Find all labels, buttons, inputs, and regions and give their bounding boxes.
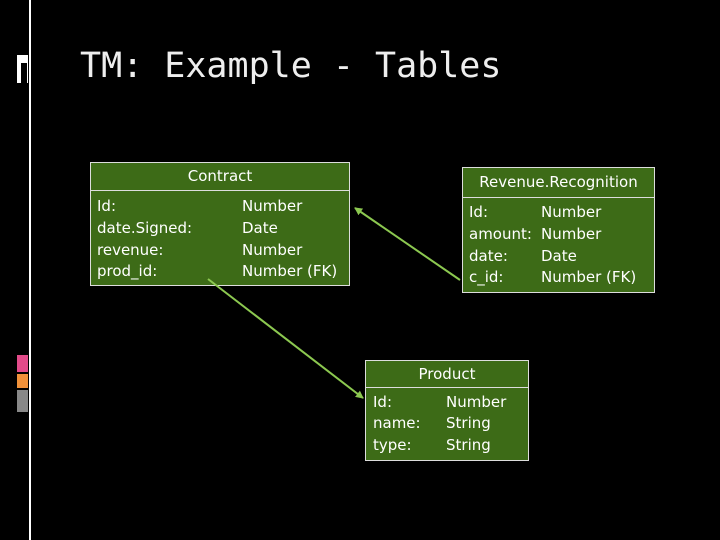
- field-type: Number (FK): [242, 262, 338, 280]
- field-type: Number (FK): [541, 268, 637, 286]
- contract-table: Contract Id: Number date.Signed: Date re…: [90, 162, 350, 286]
- field-type: Number: [541, 225, 602, 243]
- field-name: amount:: [469, 225, 532, 243]
- title-accent-bar-dark: [21, 63, 27, 83]
- contract-to-revenue-recognition-arrow: [354, 207, 461, 281]
- field-name: Id:: [469, 203, 488, 221]
- field-name: revenue:: [97, 241, 164, 259]
- side-accent-gray: [17, 390, 28, 412]
- field-type: Date: [242, 219, 278, 237]
- revenue-recognition-table-header: Revenue.Recognition: [463, 168, 654, 198]
- slide-title: TM: Example - Tables: [80, 46, 502, 86]
- field-type: String: [446, 414, 491, 432]
- field-name: c_id:: [469, 268, 504, 286]
- field-name: date.Signed:: [97, 219, 193, 237]
- field-type: Number: [541, 203, 602, 221]
- product-table: Product Id: Number name: String type: St…: [365, 360, 529, 461]
- field-type: Number: [242, 241, 303, 259]
- side-accent-pink: [17, 355, 28, 372]
- field-type: Date: [541, 247, 577, 265]
- contract-to-product-arrow: [207, 278, 364, 399]
- field-name: type:: [373, 436, 412, 454]
- field-name: date:: [469, 247, 508, 265]
- side-accent-orange: [17, 374, 28, 388]
- field-name: Id:: [373, 393, 392, 411]
- slide-frame-line: [29, 0, 31, 540]
- revenue-recognition-table: Revenue.Recognition Id: Number amount: N…: [462, 167, 655, 293]
- field-name: name:: [373, 414, 421, 432]
- field-type: Number: [446, 393, 507, 411]
- contract-table-header: Contract: [91, 163, 349, 191]
- field-name: Id:: [97, 197, 116, 215]
- field-name: prod_id:: [97, 262, 158, 280]
- product-table-header: Product: [366, 361, 528, 388]
- field-type: Number: [242, 197, 303, 215]
- field-type: String: [446, 436, 491, 454]
